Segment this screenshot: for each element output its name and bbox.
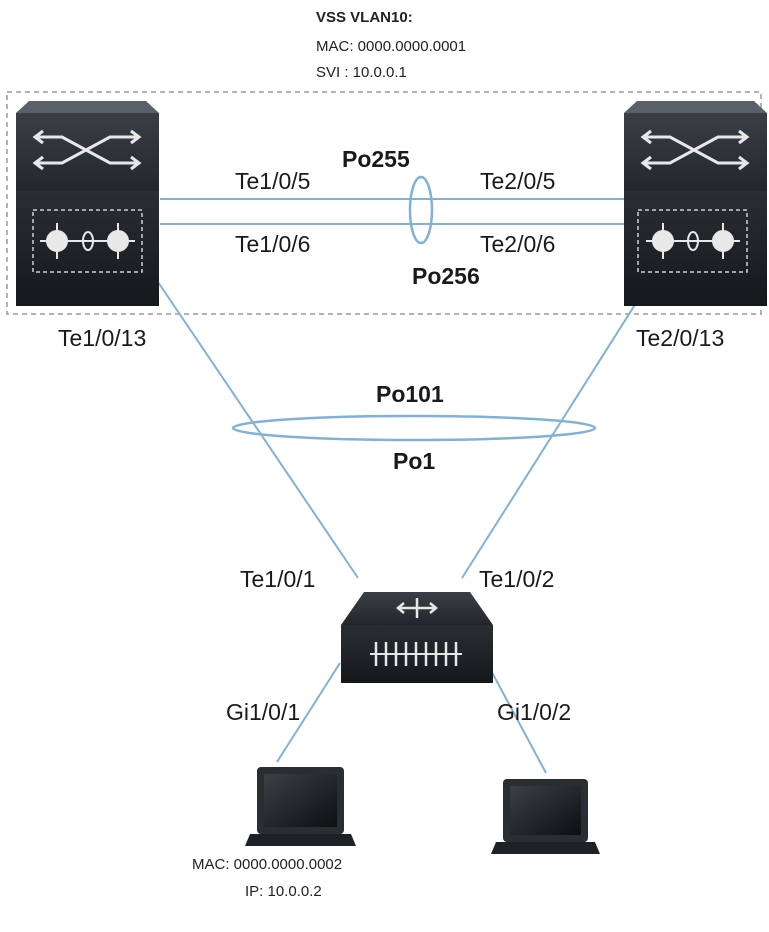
links	[157, 198, 639, 774]
label-te2-0-13: Te2/0/13	[636, 325, 725, 351]
host-ip: IP: 10.0.0.2	[245, 883, 322, 900]
vss-svi: SVI : 10.0.0.1	[316, 64, 407, 81]
link-left-uplink	[157, 281, 359, 579]
vss-title: VSS VLAN10:	[316, 9, 413, 26]
link-right-uplink	[461, 299, 639, 579]
access-switch-icon	[341, 592, 493, 683]
label-te1-0-5: Te1/0/5	[235, 168, 311, 194]
label-gi1-0-1: Gi1/0/1	[226, 699, 301, 725]
label-te1-0-6: Te1/0/6	[235, 231, 311, 257]
label-gi1-0-2: Gi1/0/2	[497, 699, 572, 725]
label-te2-0-6: Te2/0/6	[480, 231, 556, 257]
label-te1-0-2: Te1/0/2	[479, 566, 555, 592]
link-host-left	[276, 662, 341, 763]
host-mac: MAC: 0000.0000.0002	[192, 856, 343, 873]
label-po1: Po1	[393, 448, 436, 474]
label-te1-0-13: Te1/0/13	[58, 325, 147, 351]
vss-mac: MAC: 0000.0000.0001	[316, 38, 467, 55]
label-po255: Po255	[342, 146, 410, 172]
core-switch-left-icon	[16, 101, 159, 306]
core-switch-right-icon	[624, 101, 767, 306]
po255-bundle-ellipse	[408, 175, 434, 245]
po101-bundle-ellipse	[231, 414, 597, 442]
label-te1-0-1: Te1/0/1	[240, 566, 316, 592]
laptop-right-icon	[491, 779, 600, 854]
laptop-left-icon	[245, 767, 356, 846]
link-host-right	[486, 662, 547, 774]
label-po101: Po101	[376, 381, 444, 407]
label-po256: Po256	[412, 263, 480, 289]
label-te2-0-5: Te2/0/5	[480, 168, 556, 194]
